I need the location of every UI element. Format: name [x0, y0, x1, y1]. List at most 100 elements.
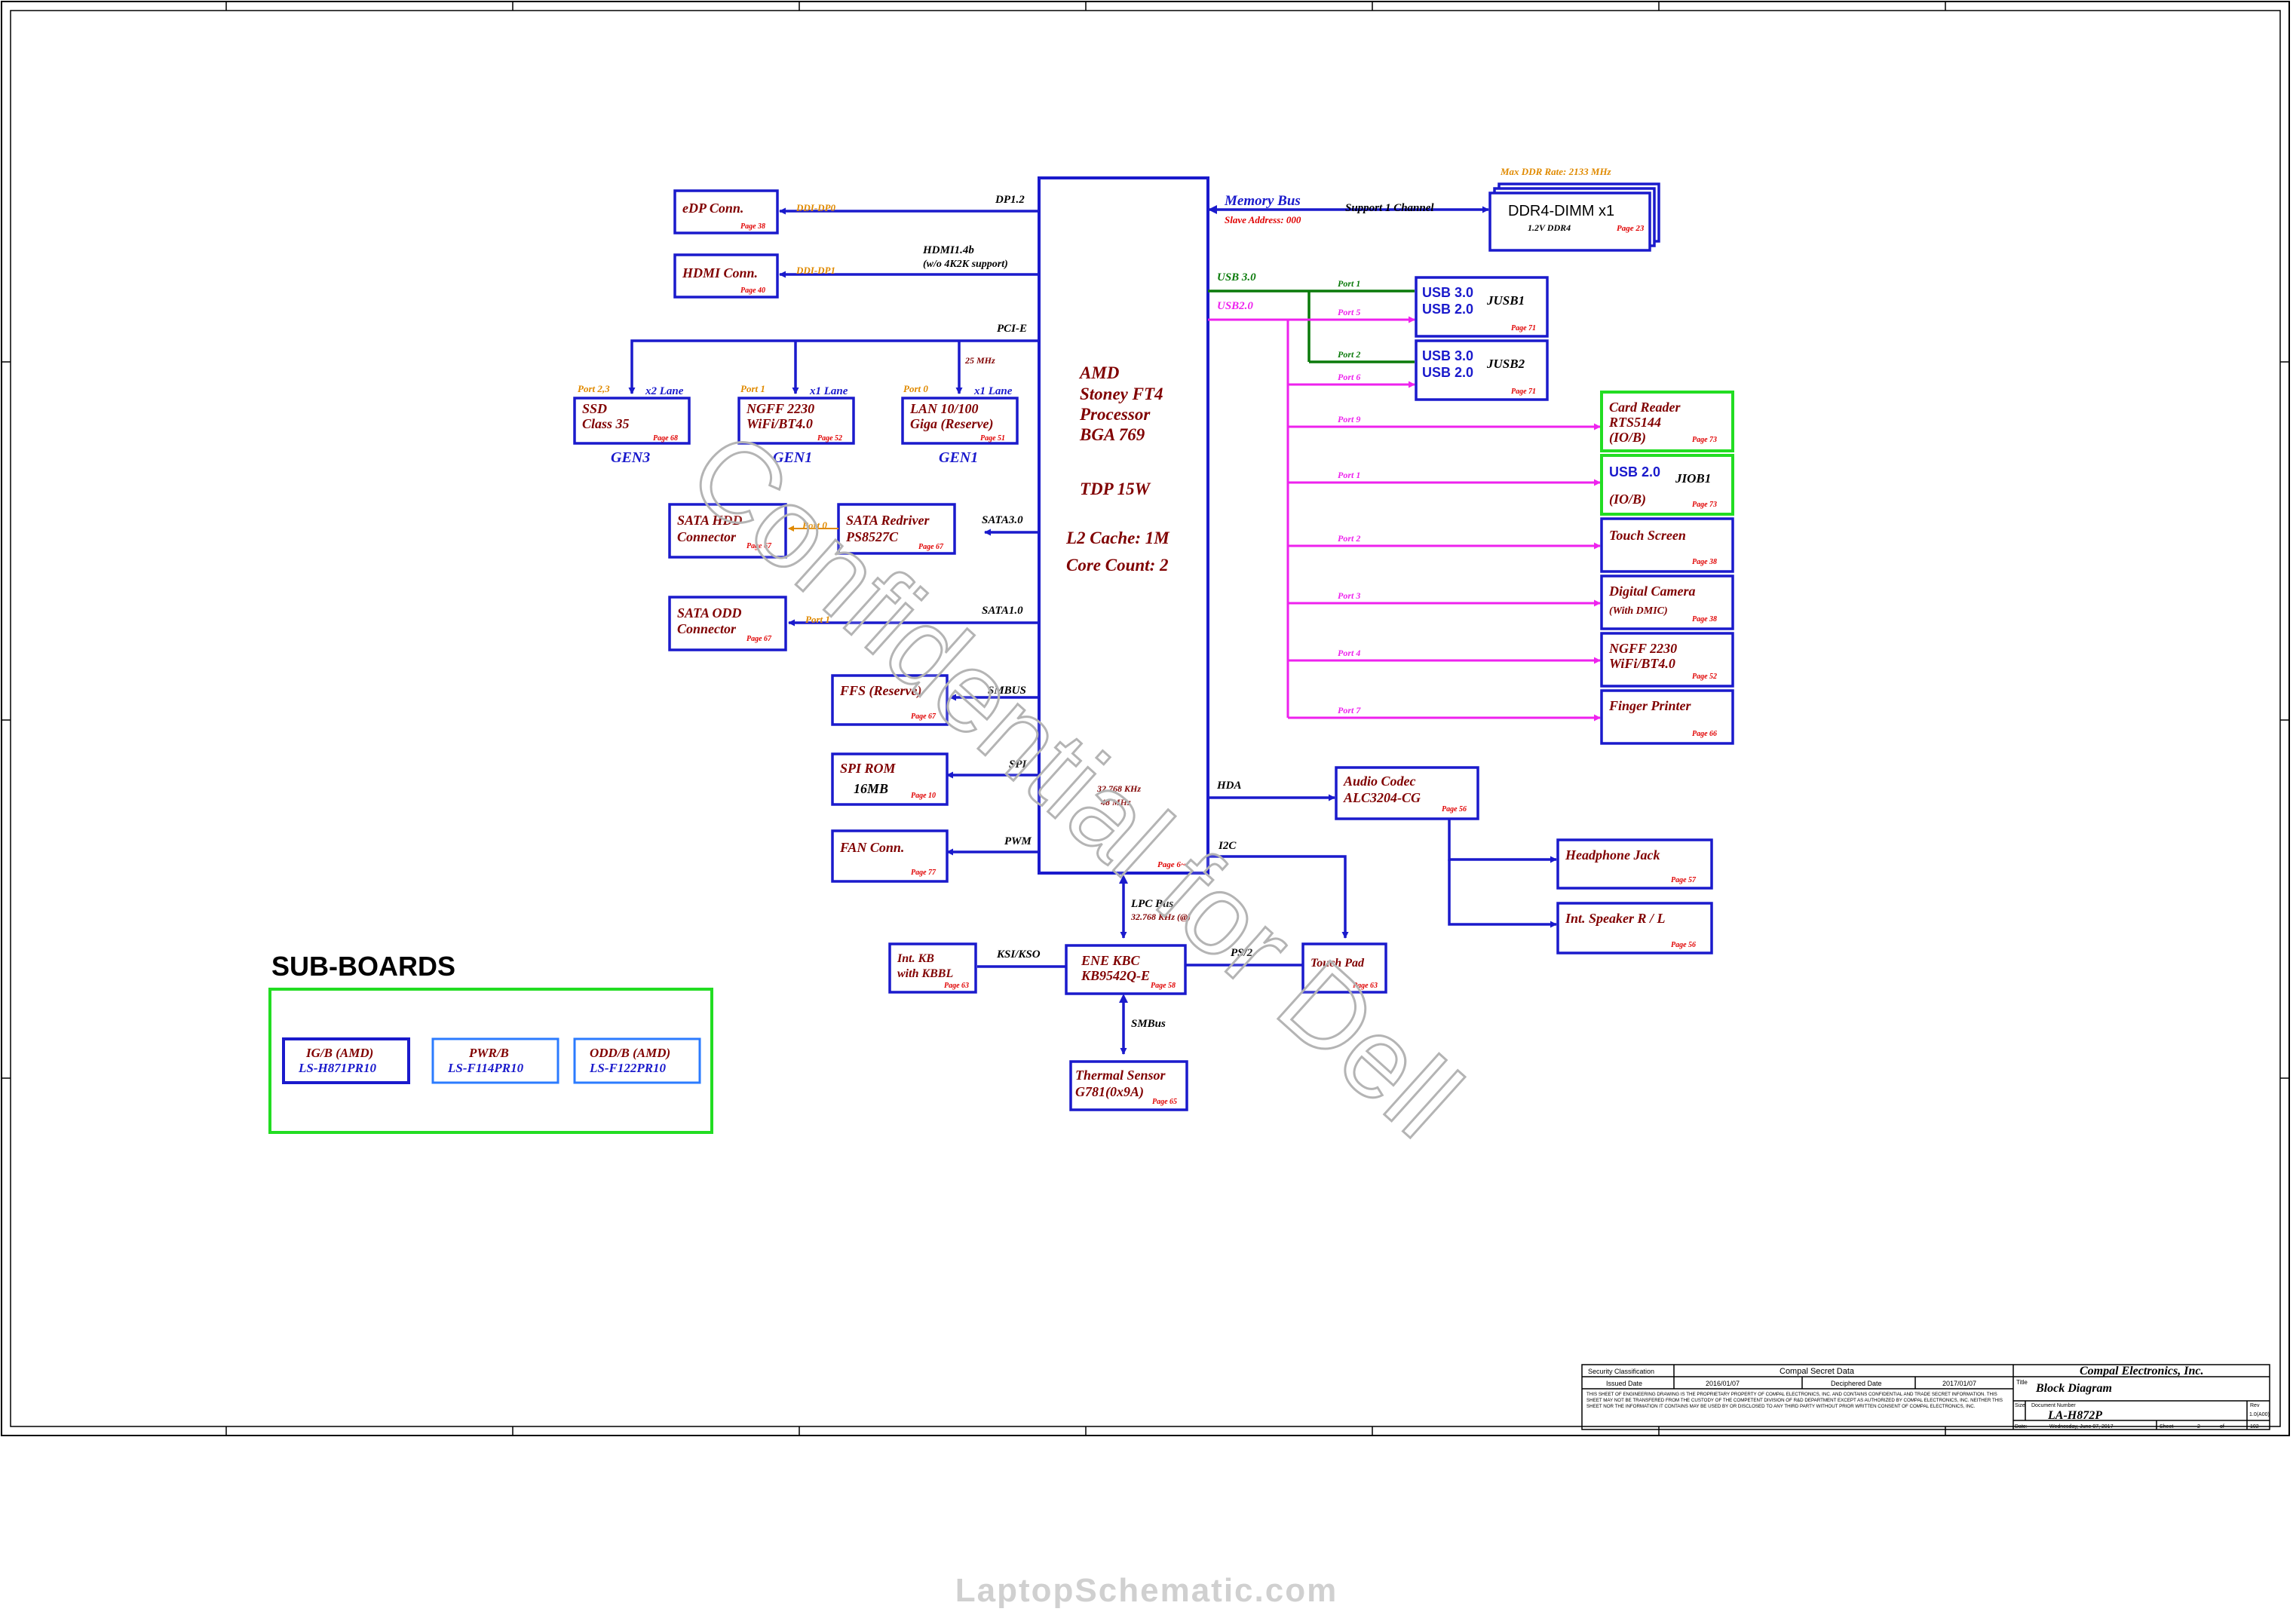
intkb-line-2: with KBBL [897, 967, 953, 980]
sata-odd-block [668, 596, 787, 651]
jiob1-line-1: USB 2.0 [1609, 464, 1660, 480]
spi-block [831, 752, 949, 806]
edp-signal: DDI-DP0 [795, 202, 835, 213]
pcie-bus-label: PCI-E [997, 323, 1027, 335]
ffs-bus-label: SMBUS [988, 685, 1026, 697]
speaker-page: Page 56 [1671, 941, 1696, 949]
intkb-block [888, 942, 977, 994]
ngff-usb-line-1: NGFF 2230 [1608, 641, 1677, 656]
headphone-page: Page 57 [1671, 876, 1697, 884]
ngff-pcie-gen: GEN1 [773, 449, 812, 466]
sata-odd-page: Page 67 [746, 635, 772, 643]
subboard-igb-line-2: LS-H871PR10 [298, 1061, 376, 1075]
ssd-lane: x2 Lane [645, 385, 684, 397]
spi-bus-label: SPI [1009, 758, 1028, 771]
usb2-label: USB2.0 [1217, 300, 1253, 312]
jusb2-page: Page 71 [1511, 388, 1536, 396]
sata1-bus-label: SATA1.0 [982, 605, 1023, 617]
kbc-line-1: ENE KBC [1081, 953, 1141, 968]
fan-page: Page 77 [911, 869, 937, 877]
touch-screen-line-1: Touch Screen [1609, 528, 1686, 543]
sata-hdd-block [668, 503, 787, 559]
tb-sheet-label: Sheet [2160, 1424, 2173, 1429]
audio-codec-page: Page 56 [1442, 805, 1467, 814]
kbc-line-2: KB9542Q-E [1081, 968, 1150, 983]
usb2-tree [1208, 316, 1601, 722]
subboard-pwrb-line-1: PWR/B [468, 1046, 509, 1060]
memory-bus-arrow-back [1208, 205, 1217, 214]
touch-screen-port: Port 2 [1338, 533, 1360, 544]
subboard-oddb-line-1: ODD/B (AMD) [590, 1046, 670, 1060]
tb-company: Compal Electronics, Inc. [2080, 1365, 2203, 1377]
edp-block [673, 189, 779, 234]
ffs-line-1: FFS (Reserve) [839, 683, 921, 699]
thermal-line-2: G781(0x9A) [1075, 1084, 1144, 1100]
ddr4-block [1488, 192, 1651, 252]
lan-gen: GEN1 [939, 449, 978, 466]
usb3-label: USB 3.0 [1217, 271, 1256, 283]
sata-hdd-port: Port 0 [802, 519, 827, 531]
ssd-gen: GEN3 [611, 449, 650, 466]
subboard-pwrb [431, 1037, 559, 1084]
ssd-line-2: Class 35 [582, 416, 630, 431]
edp-title: eDP Conn. [682, 201, 743, 216]
sata-odd-line-2: Connector [677, 621, 737, 636]
jiob1-port: Port 1 [1338, 470, 1360, 480]
i2c-link [1208, 855, 1349, 939]
memory-channel: Support 1 Channel [1345, 202, 1434, 214]
sata-odd-line-1: SATA ODD [677, 605, 742, 620]
hdmi-signal: DDI-DP1 [795, 265, 835, 276]
cpu-line-2: Stoney FT4 [1080, 385, 1163, 403]
subboard-pwrb-line-2: LS-F114PR10 [447, 1061, 524, 1075]
jiob1-name: JIOB1 [1675, 471, 1711, 486]
tb-title-label: Title [2016, 1379, 2028, 1386]
ngff-usb-port: Port 4 [1338, 648, 1360, 658]
hdmi-block [673, 253, 779, 299]
hda-bus-label: HDA [1216, 780, 1242, 792]
sata-hdd-line-1: SATA HDD [677, 513, 743, 528]
tb-security-label: Security Classification [1588, 1368, 1654, 1375]
thermal-page: Page 65 [1152, 1098, 1177, 1106]
ssd-port: Port 2,3 [578, 383, 610, 394]
headphone-line-1: Headphone Jack [1565, 847, 1660, 863]
sata-hdd-line-2: Connector [677, 529, 737, 544]
finger-printer-port: Port 7 [1338, 705, 1361, 715]
jusb1-block [1415, 276, 1549, 338]
ssd-line-1: SSD [582, 401, 607, 416]
tb-date: Wednesday, June 07, 2017 [2049, 1424, 2114, 1429]
tb-rev-label: Rev [2250, 1403, 2260, 1408]
sheet-border [1, 1, 2290, 1436]
cpu-clock-48m: 48 MHz [1100, 797, 1131, 807]
i2c-label: I2C [1218, 840, 1237, 852]
jiob1-line-3: (IO/B) [1609, 492, 1646, 507]
lpc-bus-clock: 32.768 KHz (@) [1130, 912, 1191, 922]
ngff-pcie-line-1: NGFF 2230 [746, 401, 814, 416]
subboards-frame [268, 988, 713, 1134]
ngff-usb-block [1600, 632, 1734, 688]
lan-port: Port 0 [903, 383, 928, 394]
spi-page: Page 10 [911, 792, 936, 800]
cpu-cores: Core Count: 2 [1066, 556, 1168, 575]
jusb1-page: Page 71 [1511, 324, 1536, 332]
audio-codec-line-2: ALC3204-CG [1343, 790, 1421, 805]
lpc-bus-arrow-up [1119, 875, 1128, 884]
card-reader-line-2: RTS5144 [1608, 415, 1661, 430]
card-reader-line-1: Card Reader [1609, 400, 1681, 415]
tb-size-label: Size [2015, 1403, 2025, 1408]
cpu-line-3: Processor [1079, 405, 1151, 424]
cpu-block [1038, 176, 1209, 875]
ssd-page: Page 68 [653, 434, 678, 443]
sata-redriver-line-2: PS8527C [845, 529, 899, 544]
cpu-line-1: AMD [1078, 363, 1120, 382]
card-reader-line-3: (IO/B) [1609, 430, 1646, 446]
tb-sheet: 2 [2197, 1424, 2200, 1429]
tb-of: 102 [2250, 1424, 2259, 1429]
kbc-block [1065, 944, 1187, 995]
thermal-block [1069, 1060, 1188, 1111]
jusb2-usb3-port: Port 2 [1338, 349, 1360, 360]
sata3-bus-label: SATA3.0 [982, 514, 1023, 526]
tb-doc-label: Document Number [2031, 1403, 2076, 1408]
cpu-tdp: TDP 15W [1080, 480, 1151, 498]
touch-screen-page: Page 38 [1692, 558, 1717, 566]
